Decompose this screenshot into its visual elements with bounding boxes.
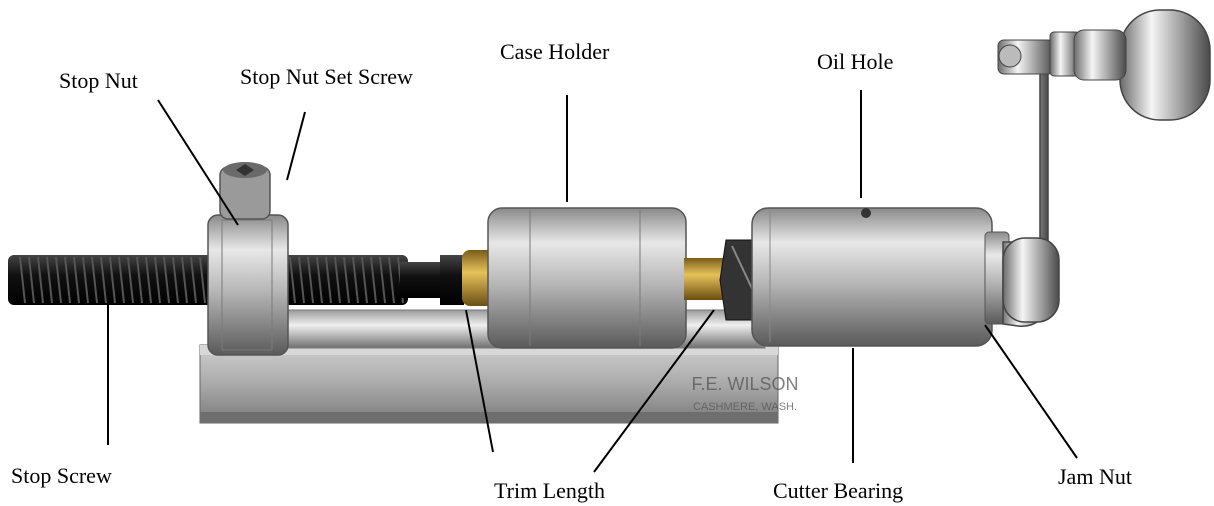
thread-line — [370, 256, 377, 304]
label-case-holder: Case Holder — [500, 39, 610, 64]
label-jam-nut: Jam Nut — [1058, 464, 1132, 489]
leader-stop-nut-set-screw — [286, 111, 306, 181]
thread-line — [289, 256, 296, 304]
stop-nut-set-screw — [219, 162, 271, 220]
cutter-bearing-body — [751, 207, 993, 347]
thread-line — [199, 256, 206, 304]
thread-line — [316, 256, 323, 304]
thread-line — [352, 256, 359, 304]
thread-line — [19, 256, 26, 304]
label-oil-hole: Oil Hole — [817, 49, 894, 74]
base-bar — [199, 344, 779, 424]
thread-line — [307, 256, 314, 304]
leader-trim-length-b — [593, 309, 715, 473]
engraving-location: CASHMERE, WASH. — [693, 401, 797, 413]
thread-line — [163, 256, 170, 304]
crank-arm — [997, 39, 1060, 327]
thread-line — [379, 256, 386, 304]
leader-jam-nut — [984, 324, 1078, 459]
thread-line — [91, 256, 98, 304]
thread-line — [343, 256, 350, 304]
label-stop-nut: Stop Nut — [59, 68, 138, 93]
thread-line — [82, 256, 89, 304]
thread-line — [361, 256, 368, 304]
thread-line — [55, 256, 62, 304]
thread-line — [100, 256, 107, 304]
label-cutter-bearing: Cutter Bearing — [773, 478, 904, 503]
case-holder — [487, 207, 687, 349]
thread-line — [37, 256, 44, 304]
leader-trim-length-a — [465, 309, 494, 453]
label-stop-screw: Stop Screw — [11, 463, 112, 488]
thread-line — [73, 256, 80, 304]
thread-line — [145, 256, 152, 304]
thread-line — [127, 256, 134, 304]
thread-line — [388, 256, 395, 304]
crank-handle-knob — [1049, 9, 1211, 121]
thread-line — [298, 256, 305, 304]
thread-line — [46, 256, 53, 304]
thread-line — [325, 256, 332, 304]
stop-nut — [207, 214, 289, 356]
leader-stop-nut — [157, 99, 239, 226]
thread-line — [190, 256, 197, 304]
thread-line — [154, 256, 161, 304]
thread-line — [334, 256, 341, 304]
label-stop-nut-set-screw: Stop Nut Set Screw — [240, 64, 413, 89]
label-trim-length: Trim Length — [494, 478, 606, 503]
engraving-maker: F.E. WILSON — [691, 374, 798, 394]
thread-line — [28, 256, 35, 304]
thread-line — [172, 256, 179, 304]
thread-line — [109, 256, 116, 304]
thread-line — [64, 256, 71, 304]
thread-line — [136, 256, 143, 304]
leader-lines — [107, 90, 1078, 473]
thread-line — [118, 256, 125, 304]
thread-line — [181, 256, 188, 304]
